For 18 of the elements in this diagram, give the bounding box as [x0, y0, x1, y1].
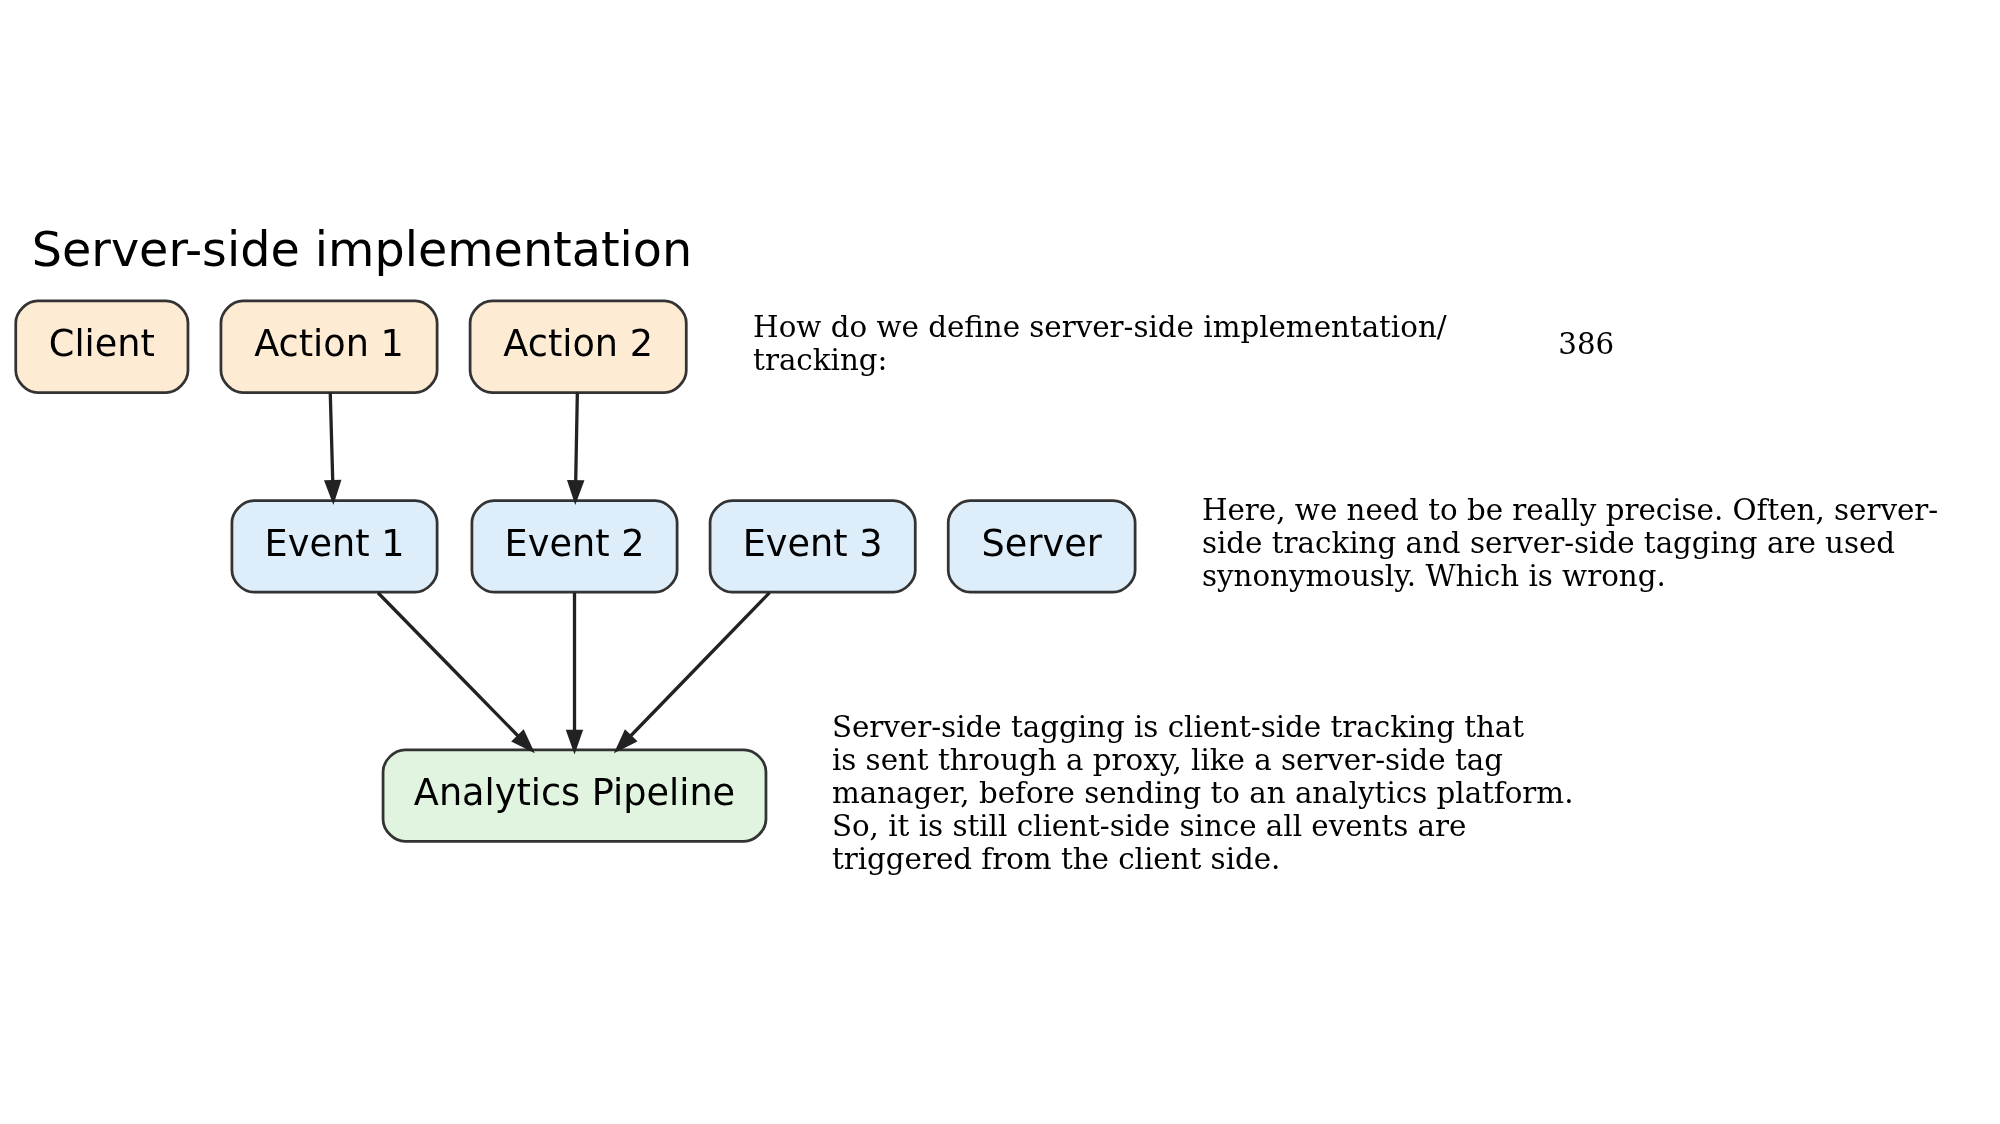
node-box: Client	[14, 299, 190, 394]
arrow	[613, 591, 771, 754]
node-box: Event 1	[230, 499, 439, 594]
label: 386	[1558, 326, 1615, 361]
arrow	[376, 591, 535, 754]
node-box: Action 2	[468, 299, 688, 394]
node-box: Action 1	[219, 299, 439, 394]
node-box: Event 2	[470, 499, 679, 594]
diagram-title: Server-side implementation	[31, 221, 693, 277]
node-box: Event 3	[708, 499, 917, 594]
node-box: Server	[946, 499, 1137, 594]
label: Here, we need to be really precise. Often, server-side tracking and server-side tagging are used synonymously. Which is wrong.	[1201, 493, 1939, 594]
label: How do we define server-side implementation/ tracking:	[753, 310, 1447, 378]
arrow	[566, 392, 585, 506]
arrow	[565, 592, 584, 755]
label: Server-side tagging is client-side tracking that is sent through a proxy, like a server-side tag manager, before sending to an analytics platform. So, it is still client-side since all events are triggered from the client side.	[831, 709, 1574, 876]
node-box: Analytics Pipeline	[381, 748, 768, 843]
arrow	[324, 392, 342, 506]
